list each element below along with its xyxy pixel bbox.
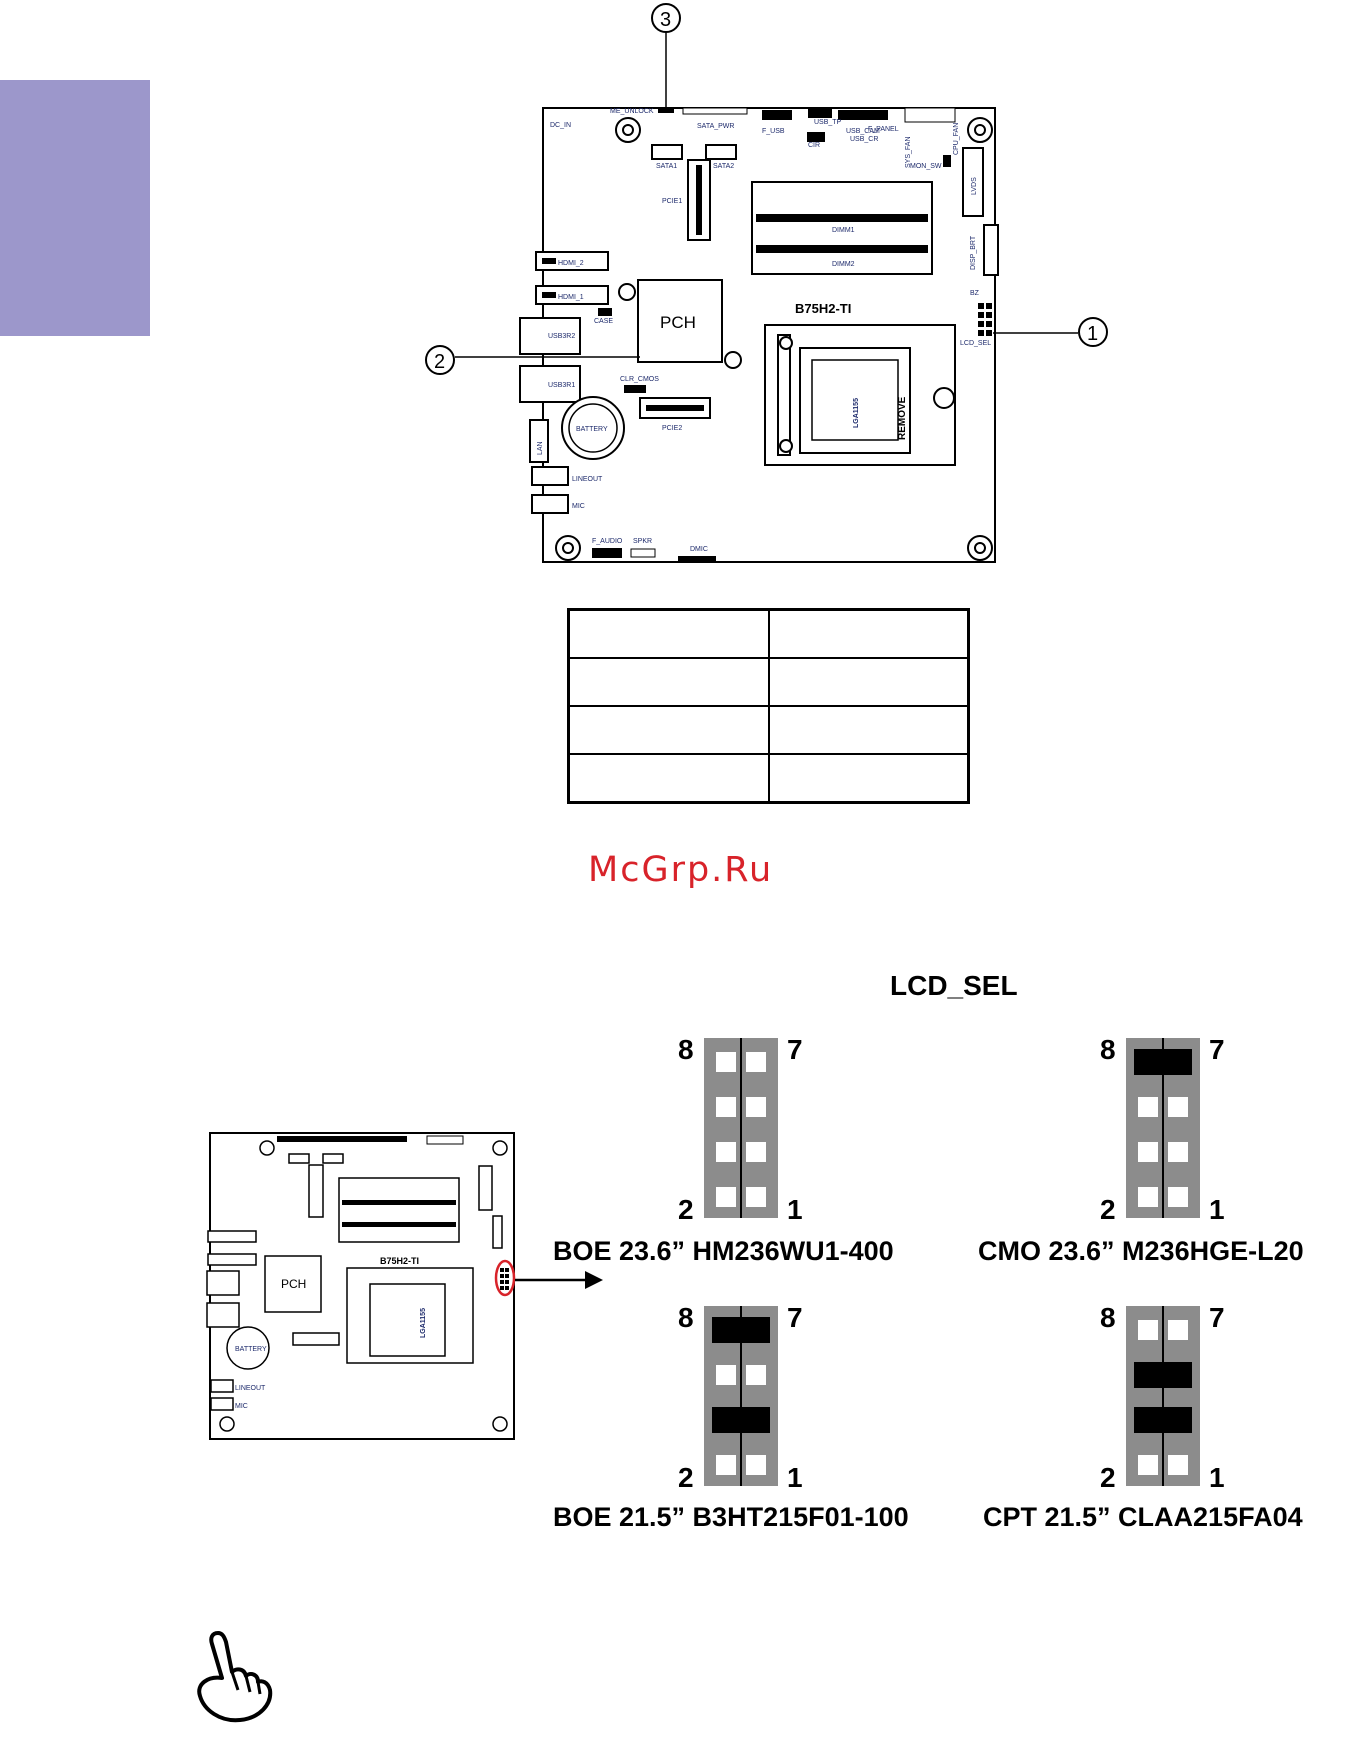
callout-1: 1: [1087, 323, 1098, 345]
case-label: CASE: [594, 318, 613, 325]
table-row: [567, 608, 970, 659]
spkr-label: SPKR: [633, 538, 652, 545]
table-row: [567, 753, 970, 804]
remove-label: REMOVE: [897, 396, 908, 440]
lvds-label: LVDS: [971, 177, 978, 195]
usb-tp-label: USB_TP: [814, 119, 842, 126]
small-mic-label: MIC: [235, 1403, 248, 1410]
sata1-label: SATA1: [656, 163, 677, 170]
lcd-sel-title: LCD_SEL: [890, 970, 1018, 1001]
jumper-pin-diagram: [1126, 1306, 1200, 1486]
dmic-label: DMIC: [690, 546, 708, 553]
usb-cam-label: USB_CAM: [846, 128, 880, 135]
jumper-caption: CPT 21.5” CLAA215FA04: [983, 1502, 1303, 1532]
jumper-caption: BOE 23.6” HM236WU1-400: [553, 1236, 894, 1266]
usb3r2-label: USB3R2: [548, 333, 575, 340]
f-usb-label: F_USB: [762, 128, 785, 135]
callout-3: 3: [660, 9, 671, 31]
jumper-pin-diagram: [1126, 1038, 1200, 1218]
pin-label: 7: [1209, 1034, 1225, 1065]
usb3r1-label: USB3R1: [548, 382, 575, 389]
table-cell: [767, 705, 970, 755]
jumper-table: [567, 608, 970, 804]
pin-label: 8: [1100, 1302, 1116, 1333]
mic-label: MIC: [572, 503, 585, 510]
pcie2-label: PCIE2: [662, 425, 682, 432]
table-cell: [567, 753, 770, 804]
small-motherboard-diagram: PCH BATTERY LINEOUT MIC LGA1155 B75H2-TI: [206, 1132, 516, 1440]
dimm2-label: DIMM2: [832, 261, 855, 268]
me-unlock-label: ME_UNLOCK: [610, 108, 654, 115]
board-model: B75H2-TI: [795, 301, 851, 316]
table-cell: [767, 657, 970, 707]
pin-label: 1: [1209, 1462, 1225, 1493]
table-cell: [567, 608, 770, 659]
pin-label: 2: [1100, 1194, 1116, 1225]
watermark: McGrp.Ru: [588, 850, 774, 890]
mon-sw-label: MON_SW: [910, 163, 942, 170]
table-cell: [567, 657, 770, 707]
battery-label: BATTERY: [576, 426, 608, 433]
jumper-setting-3: [704, 1306, 778, 1486]
pch-chip: PCH: [660, 313, 696, 332]
pin-label: 2: [678, 1194, 694, 1225]
table-cell: [567, 705, 770, 755]
clr-cmos-label: CLR_CMOS: [620, 376, 659, 383]
table-row: [567, 657, 970, 707]
f-panel-label: F_PANEL: [868, 126, 899, 133]
pin-label: 7: [1209, 1302, 1225, 1333]
hdmi-1-label: HDMI_1: [558, 294, 584, 301]
dimm1-label: DIMM1: [832, 227, 855, 234]
lan-label: LAN: [537, 441, 544, 455]
pin-label: 2: [1100, 1462, 1116, 1493]
bz-label: BZ: [970, 290, 980, 297]
usb-cr-label: USB_CR: [850, 136, 878, 143]
chapter-side-tab: [0, 80, 150, 336]
small-pch-chip: PCH: [281, 1277, 306, 1291]
f-audio-label: F_AUDIO: [592, 538, 623, 545]
pin-label: 1: [787, 1462, 803, 1493]
arrow-right-icon: [515, 1271, 603, 1289]
jumper-caption: BOE 21.5” B3HT215F01-100: [553, 1502, 909, 1532]
cpu-fan-label: CPU_FAN: [953, 123, 960, 155]
sata2-label: SATA2: [713, 163, 734, 170]
lineout-label: LINEOUT: [572, 476, 603, 483]
jumper-pin-diagram: [704, 1038, 778, 1218]
small-battery-label: BATTERY: [235, 1346, 267, 1353]
jumper-setting-2: [1126, 1038, 1200, 1218]
jumper-pin-diagram: [704, 1306, 778, 1486]
pin-label: 2: [678, 1462, 694, 1493]
pin-label: 8: [678, 1034, 694, 1065]
sys-fan-label: SYS_FAN: [905, 136, 912, 168]
small-lga1155-socket: LGA1155: [420, 1308, 427, 1338]
lcd-sel-label: LCD_SEL: [960, 340, 991, 347]
small-lineout-label: LINEOUT: [235, 1385, 266, 1392]
hdmi-2-label: HDMI_2: [558, 260, 584, 267]
jumper-caption: CMO 23.6” M236HGE-L20: [978, 1236, 1304, 1266]
pin-label: 7: [787, 1034, 803, 1065]
small-board-model: B75H2-TI: [380, 1256, 419, 1266]
table-cell: [767, 753, 970, 804]
table-cell: [767, 608, 970, 659]
pin-label: 1: [787, 1194, 803, 1225]
jumper-setting-4: [1126, 1306, 1200, 1486]
sata-pwr-label: SATA_PWR: [697, 123, 734, 130]
pin-label: 7: [787, 1302, 803, 1333]
pin-label: 8: [1100, 1034, 1116, 1065]
pcie1-label: PCIE1: [662, 198, 682, 205]
cir-label: CIR: [808, 142, 820, 149]
motherboard-diagram: DC_IN ME_UNLOCK SATA_PWR F_USB USB_TP US…: [425, 3, 1108, 563]
disp-brt-label: DISP_BRT: [970, 235, 977, 270]
jumper-setting-1: [704, 1038, 778, 1218]
pin-label: 8: [678, 1302, 694, 1333]
dc-in-label: DC_IN: [550, 122, 571, 129]
table-row: [567, 705, 970, 755]
lga1155-socket: LGA1155: [853, 398, 860, 428]
pin-label: 1: [1209, 1194, 1225, 1225]
pointing-hand-icon: [197, 1631, 273, 1723]
callout-2: 2: [434, 351, 445, 373]
